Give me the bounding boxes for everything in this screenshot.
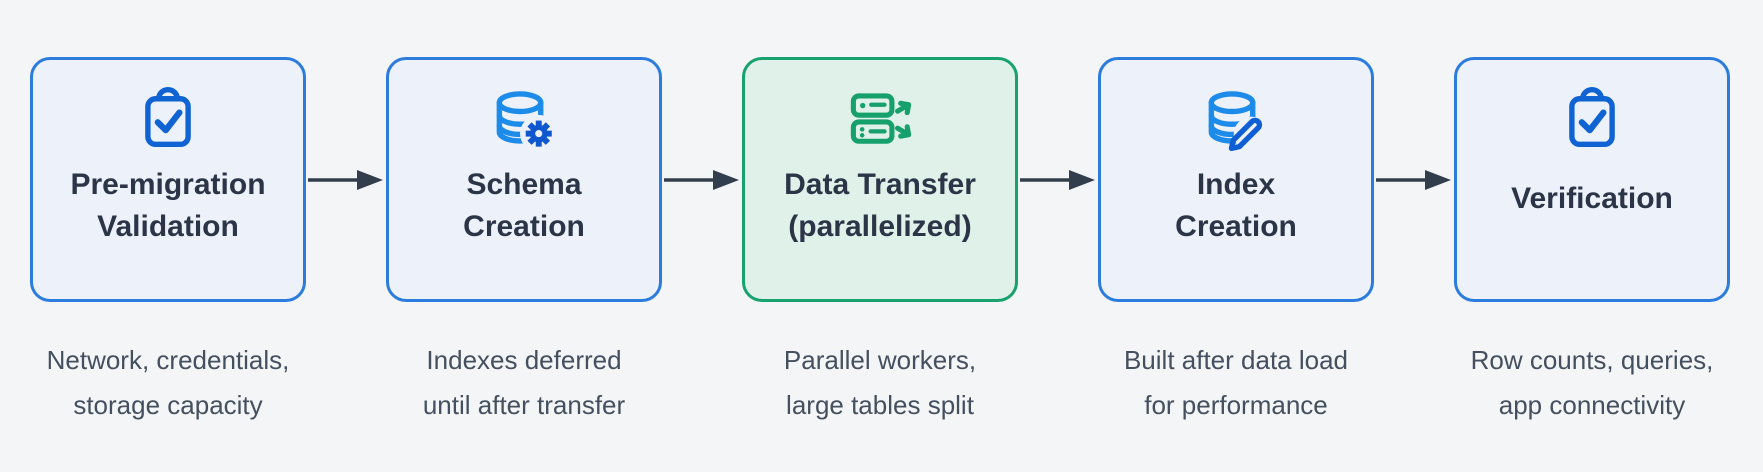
step-box: Schema Creation (386, 57, 662, 302)
step-index-creation: Index Creation Built after data load for… (1098, 57, 1374, 420)
clipboard-check-icon (134, 86, 202, 154)
flow-arrow (662, 57, 742, 302)
flow-arrow (1018, 57, 1098, 302)
flow-arrow (1374, 57, 1454, 302)
servers-transfer-icon (846, 86, 914, 154)
step-caption: Built after data load for performance (1123, 345, 1349, 420)
step-data-transfer: Data Transfer (parallelized) Parallel wo… (742, 57, 1018, 420)
step-label: Pre-migration Validation (70, 168, 266, 243)
step-pre-migration-validation: Pre-migration Validation Network, creden… (30, 57, 306, 420)
step-label: Data Transfer (parallelized) (784, 168, 976, 243)
step-caption: Row counts, queries, app connectivity (1470, 345, 1714, 420)
step-schema-creation: Schema Creation Indexes deferred until a… (386, 57, 662, 420)
step-box: Data Transfer (parallelized) (742, 57, 1018, 302)
database-edit-icon (1202, 86, 1270, 154)
step-label: Index Creation (1175, 168, 1297, 243)
step-box: Index Creation (1098, 57, 1374, 302)
flow-arrow (306, 57, 386, 302)
step-caption: Indexes deferred until after transfer (422, 345, 626, 420)
step-label: Schema Creation (463, 168, 585, 243)
database-gear-icon (490, 86, 558, 154)
step-box: Verification (1454, 57, 1730, 302)
step-box: Pre-migration Validation (30, 57, 306, 302)
step-caption: Network, credentials, storage capacity (46, 345, 290, 420)
clipboard-check-icon (1558, 86, 1626, 154)
step-caption: Parallel workers, large tables split (783, 345, 977, 420)
step-label: Verification (1511, 182, 1673, 215)
step-verification: Verification Row counts, queries, app co… (1454, 57, 1730, 420)
